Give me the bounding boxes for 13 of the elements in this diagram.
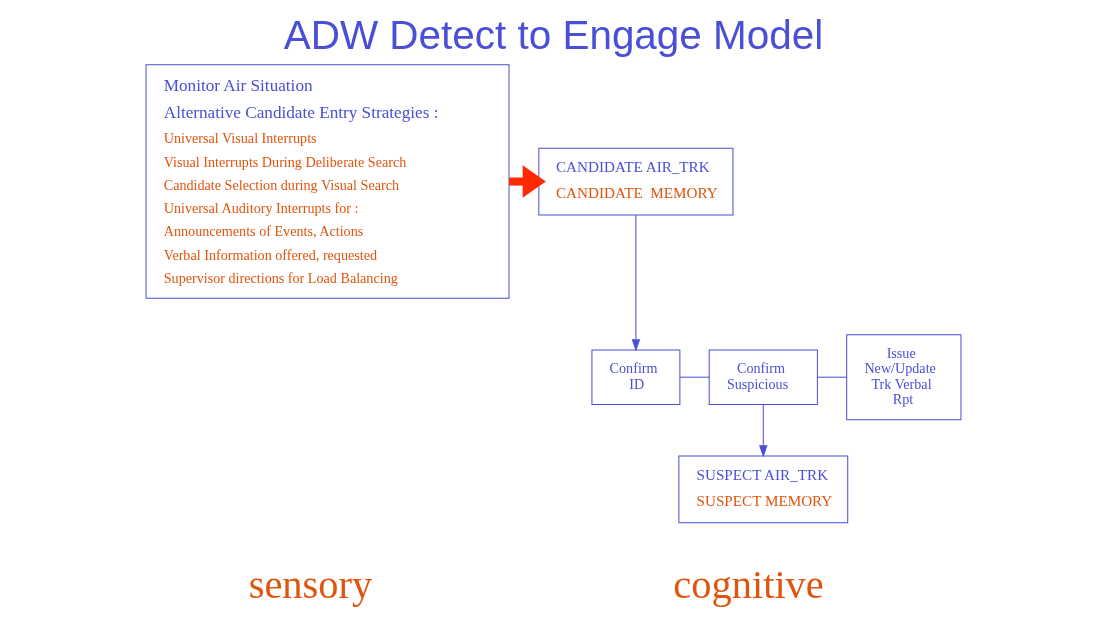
connector: [816, 376, 847, 378]
node-box: Issue New/Update Trk Verbal Rpt: [845, 334, 961, 421]
diagram-title: ADW Detect to Engage Model: [283, 11, 823, 58]
node-box: Confirm ID: [590, 349, 680, 405]
node-box: CANDIDATE AIR_TRK CANDIDATE MEMORY: [537, 147, 733, 216]
label: cognitive: [672, 561, 824, 607]
arrow: [758, 404, 768, 458]
node-box: Confirm Suspicious: [708, 349, 818, 405]
arrow: [631, 214, 640, 352]
node-box: Monitor Air Situation Alternative Candidate Entry Strategies : Universal Visual Interrupts Visual Interrupts During Deliberate Search Candidate Selection during Visual Search Universal Auditory Interrupts for : Announcements of Events, Actions Verbal Information offered, requested Supervisor directions for Load Balancing: [145, 64, 509, 299]
label: sensory: [248, 561, 372, 607]
node-box: SUSPECT AIR_TRK SUSPECT MEMORY: [677, 455, 848, 524]
connector: [679, 376, 710, 378]
